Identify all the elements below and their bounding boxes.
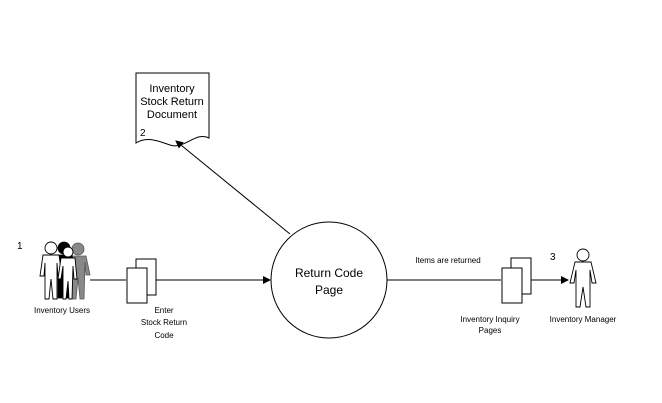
stock-return-document: Inventory Stock Return Document 2 bbox=[135, 72, 210, 147]
enter-code-pages: Enter Stock Return Code bbox=[126, 258, 187, 340]
users-label: Inventory Users bbox=[34, 306, 90, 315]
document-title-line-1: Inventory bbox=[149, 83, 195, 95]
inventory-manager-actor: 3 Inventory Manager bbox=[550, 248, 617, 324]
arrow-to-document bbox=[175, 140, 291, 235]
document-title-line-3: Document bbox=[147, 109, 197, 121]
inventory-users-actor: 1 Inventory Users bbox=[17, 241, 91, 315]
manager-label: Inventory Manager bbox=[550, 315, 617, 324]
manager-number: 3 bbox=[550, 252, 556, 263]
document-number: 2 bbox=[140, 128, 146, 139]
enter-label-line-3: Code bbox=[154, 331, 174, 340]
return-code-page-process: Return Code Page bbox=[270, 221, 388, 339]
enter-label-line-2: Stock Return bbox=[141, 318, 187, 327]
process-label-line-2: Page bbox=[315, 283, 343, 297]
pages-icon bbox=[126, 258, 157, 304]
document-title-line-2: Stock Return bbox=[140, 96, 204, 108]
inquiry-label-line-1: Inventory Inquiry bbox=[460, 315, 519, 324]
pages-icon bbox=[501, 257, 532, 304]
inventory-inquiry-pages: Inventory Inquiry Pages bbox=[460, 257, 532, 335]
enter-label-line-1: Enter bbox=[154, 306, 173, 315]
users-number: 1 bbox=[17, 241, 23, 252]
person-icon bbox=[569, 248, 597, 308]
document-shape bbox=[135, 72, 210, 147]
flow-label: Items are returned bbox=[415, 256, 480, 265]
people-group-icon bbox=[39, 241, 91, 300]
process-label-line-1: Return Code bbox=[295, 266, 363, 280]
inquiry-label-line-2: Pages bbox=[479, 326, 502, 335]
process-circle bbox=[270, 221, 388, 339]
